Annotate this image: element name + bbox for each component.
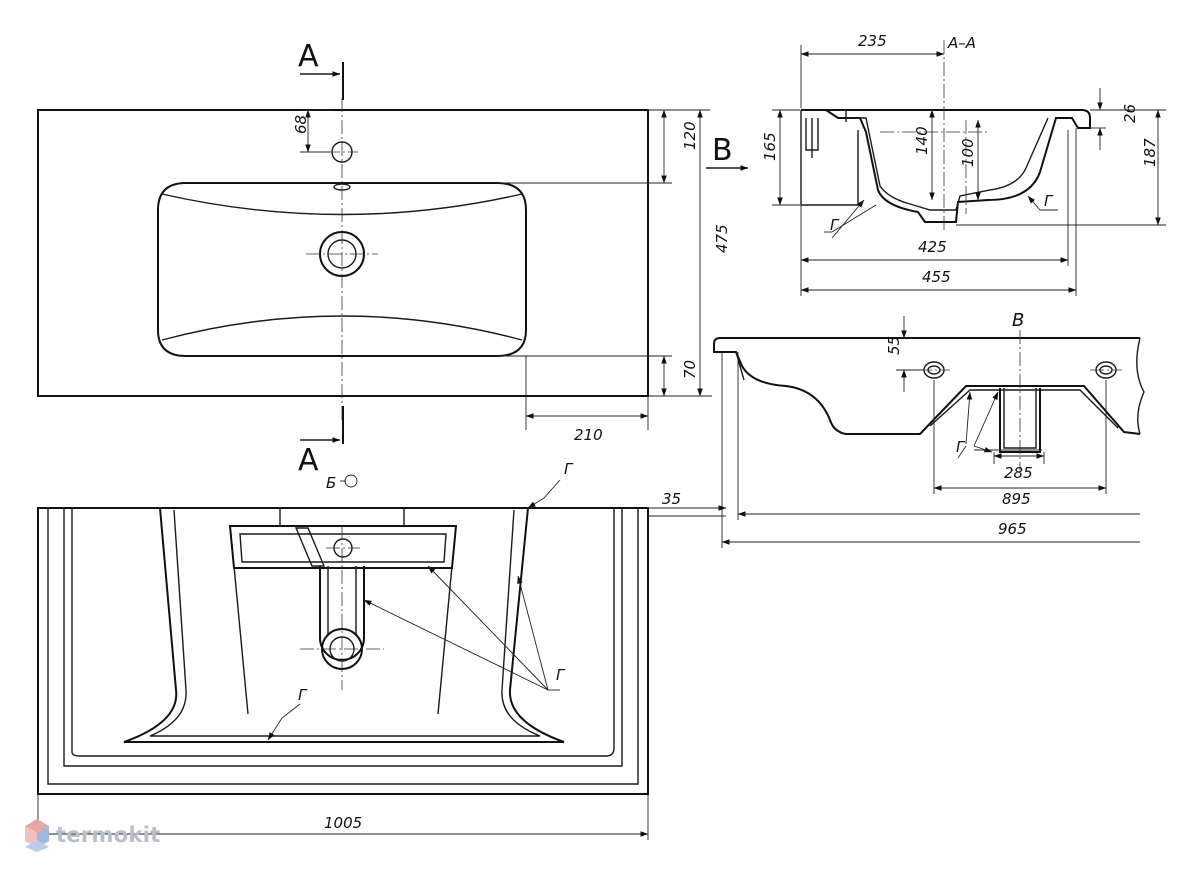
section-mark-a-bottom: A xyxy=(298,406,344,478)
top-view xyxy=(37,98,649,420)
dim-165: 165 xyxy=(761,132,779,161)
dim-1005: 1005 xyxy=(324,814,362,832)
view-b-small-label: Б xyxy=(326,474,336,492)
callout-g6: Г xyxy=(298,686,308,704)
termokit-logo-icon xyxy=(25,819,49,852)
callout-g3: Г xyxy=(956,438,966,456)
top-view-dimensions: 68 120 475 70 210 xyxy=(292,109,731,444)
dim-235: 235 xyxy=(858,32,887,50)
dim-68: 68 xyxy=(292,115,310,134)
view-b: B xyxy=(713,310,1145,470)
view-mark-b: B xyxy=(706,133,749,171)
dim-187: 187 xyxy=(1141,138,1159,167)
bottom-view: Б xyxy=(37,474,649,795)
view-b-dimensions: 55 285 895 965 Г xyxy=(721,316,1140,548)
callout-g2: Г xyxy=(1044,192,1054,210)
dim-455: 455 xyxy=(922,268,951,286)
dim-35: 35 xyxy=(662,490,681,508)
dim-26: 26 xyxy=(1121,104,1139,123)
dim-120: 120 xyxy=(681,121,699,150)
view-b-title: B xyxy=(1012,310,1024,331)
section-aa-view: A–A xyxy=(800,34,1091,230)
dim-895: 895 xyxy=(1002,490,1031,508)
callout-g4: Г xyxy=(564,460,574,478)
dim-425: 425 xyxy=(918,238,947,256)
section-a-label-bottom: A xyxy=(298,443,319,478)
dim-55: 55 xyxy=(885,336,903,355)
view-b-label: B xyxy=(712,133,733,168)
section-a-label-top: A xyxy=(298,39,319,74)
section-mark-a-top: A xyxy=(298,39,344,100)
dim-475: 475 xyxy=(713,224,731,253)
callout-g1: Г xyxy=(830,216,840,234)
section-aa-dimensions: 235 165 140 100 26 187 425 455 Г Г xyxy=(761,32,1166,296)
watermark-text: termokit xyxy=(56,823,161,847)
dim-70: 70 xyxy=(681,360,699,379)
section-aa-label: A–A xyxy=(947,34,976,52)
bottom-view-dimensions: 35 1005 Г Г Г xyxy=(37,460,727,840)
dim-965: 965 xyxy=(998,520,1027,538)
callout-g5: Г xyxy=(556,666,566,684)
dim-210: 210 xyxy=(574,426,603,444)
watermark: termokit xyxy=(24,818,161,852)
dim-285: 285 xyxy=(1004,464,1033,482)
dim-100: 100 xyxy=(959,138,977,167)
dim-140: 140 xyxy=(913,126,931,155)
